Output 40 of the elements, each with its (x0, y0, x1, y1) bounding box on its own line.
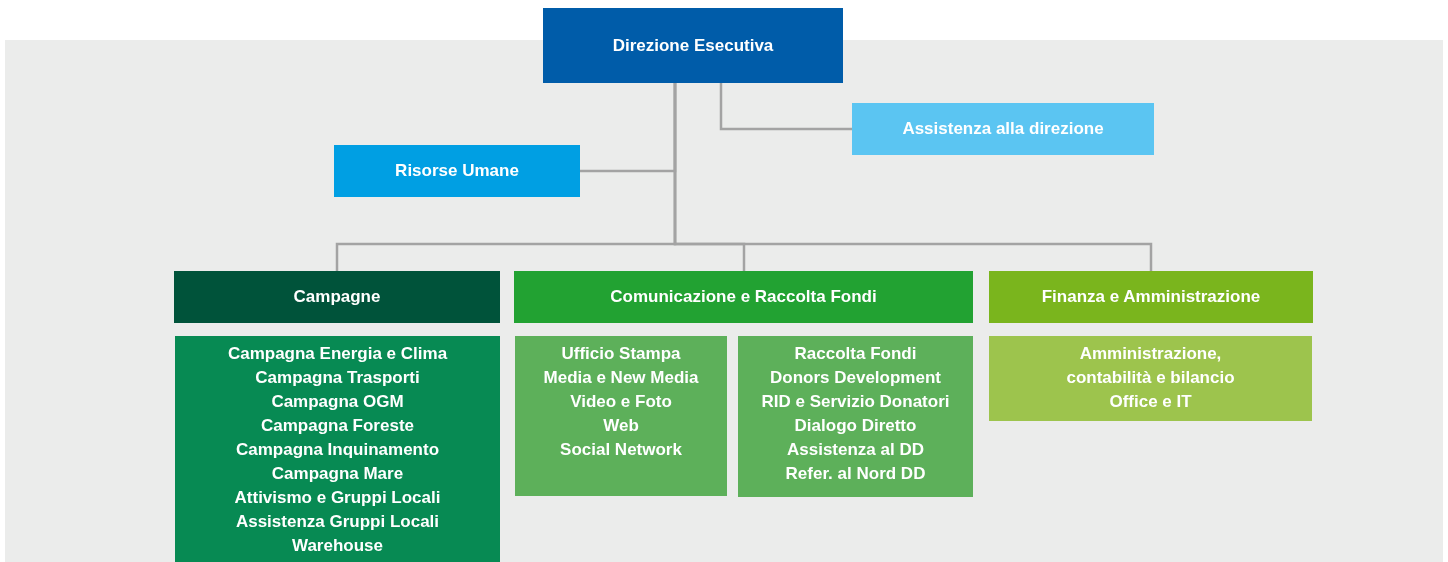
connector-line (719, 83, 852, 131)
unit-item: Ufficio Stampa (561, 343, 681, 365)
unit-item: Media e New Media (543, 367, 699, 389)
unit-item: Campagna OGM (271, 391, 404, 413)
unit-item: Amministrazione, contabilità e bilancio (1065, 343, 1236, 389)
unit-item: Attivismo e Gruppi Locali (234, 487, 441, 509)
unit-title: Direzione Esecutiva (612, 34, 774, 57)
unit-title: Assistenza alla direzione (902, 118, 1104, 140)
unit-item: Video e Foto (570, 391, 672, 413)
unit-item: Dialogo Diretto (794, 415, 917, 437)
unit-title: Risorse Umane (395, 160, 519, 182)
unit-item: Warehouse (292, 535, 383, 557)
sub-unit-box (738, 336, 973, 497)
unit-box (852, 103, 1154, 155)
unit-box (543, 8, 843, 83)
unit-item: RID e Servizio Donatori (761, 391, 950, 413)
unit-title: Comunicazione e Raccolta Fondi (610, 286, 877, 308)
sub-unit-box (515, 336, 727, 496)
unit-item: Campagna Energia e Clima (227, 343, 448, 365)
unit-item: Campagna Mare (271, 463, 404, 485)
unit-box (989, 271, 1313, 323)
unit-item: Assistenza al DD (787, 439, 924, 461)
unit-box (174, 271, 500, 323)
unit-item: Refer. al Nord DD (785, 463, 926, 485)
unit-item: Campagna Foreste (260, 415, 414, 437)
unit-item: Raccolta Fondi (794, 343, 917, 365)
sub-unit-box (175, 336, 500, 562)
unit-item: Office e IT (1109, 391, 1192, 413)
connector-line (673, 83, 1153, 271)
unit-box (334, 145, 580, 197)
unit-item: Donors Development (770, 367, 941, 389)
unit-title: Finanza e Amministrazione (1041, 286, 1261, 308)
unit-item: Web (603, 415, 639, 437)
unit-title: Campagne (293, 286, 381, 308)
unit-box (514, 271, 973, 323)
unit-item: Assistenza Gruppi Locali (235, 511, 440, 533)
unit-item: Social Network (560, 439, 682, 461)
unit-item: Campagna Trasporti (255, 367, 420, 389)
unit-item: Campagna Inquinamento (235, 439, 440, 461)
sub-unit-box (989, 336, 1312, 421)
